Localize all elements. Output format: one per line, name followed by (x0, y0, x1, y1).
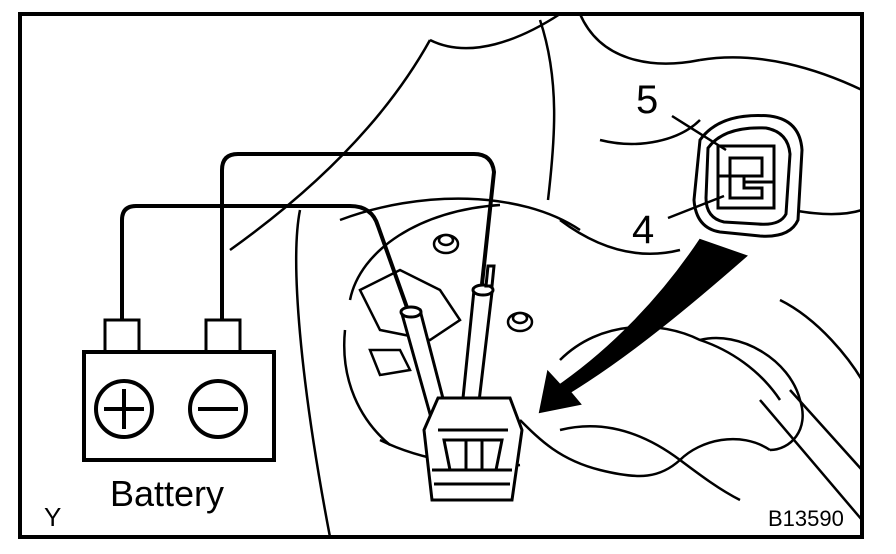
connector-detail (692, 114, 804, 238)
battery-terminal-negative (204, 318, 242, 354)
terminal-leader-lines (667, 114, 727, 220)
probe-right (460, 264, 496, 412)
mount-bracket (358, 268, 462, 377)
terminal-5-label: 5 (636, 78, 659, 122)
battery-label: Battery (110, 473, 225, 514)
figure-code: B13590 (768, 506, 844, 531)
direction-arrow (538, 238, 748, 414)
bolt-right (506, 311, 534, 333)
bolt-left (432, 233, 460, 255)
vehicle-body-outline (229, 12, 864, 538)
lead-wire-negative (220, 152, 496, 320)
harness-connector (422, 396, 524, 502)
battery (82, 318, 276, 462)
battery-terminal-positive (103, 318, 141, 354)
frame-border (18, 12, 864, 539)
corner-mark: Y (44, 502, 62, 532)
test-lead-wires (120, 152, 496, 320)
lead-wire-positive (120, 204, 412, 320)
terminal-4-label: 4 (632, 208, 655, 252)
hand-outline (519, 325, 863, 521)
